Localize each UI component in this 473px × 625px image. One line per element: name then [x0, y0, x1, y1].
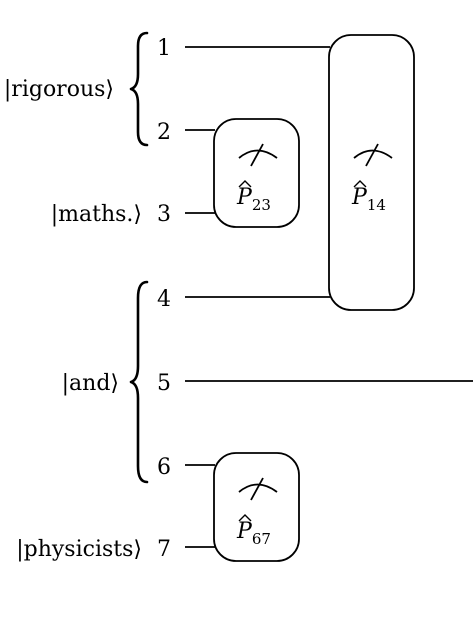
measurement-box-p14 [328, 34, 415, 311]
meter-needle [365, 143, 379, 167]
qubit-number-3: 3 [157, 202, 171, 227]
qubit-number-1: 1 [157, 36, 171, 61]
meter-icon [238, 483, 278, 493]
qubit-number-6: 6 [157, 455, 171, 480]
brace-rigorous [129, 31, 149, 147]
qubit-number-4: 4 [157, 287, 171, 312]
measurement-p23: P23 [213, 118, 300, 228]
hat-accent [353, 180, 367, 188]
measurement-subscript: 23 [252, 196, 271, 214]
measurement-subscript: 67 [252, 530, 271, 548]
group-label-physicists: |physicists⟩ [16, 537, 142, 562]
qubit-number-7: 7 [157, 537, 171, 562]
brace-and [129, 280, 149, 484]
qubit-number-2: 2 [157, 120, 171, 145]
group-label-and: |and⟩ [62, 371, 119, 396]
hat-accent [238, 514, 252, 522]
qubit-number-5: 5 [157, 371, 171, 396]
measurement-symbol: P [236, 185, 253, 210]
group-label-maths: |maths.⟩ [51, 202, 142, 227]
meter-needle [250, 143, 264, 167]
measurement-box-p23 [213, 118, 300, 228]
group-label-rigorous: |rigorous⟩ [4, 77, 114, 102]
measurement-subscript: 14 [367, 196, 386, 214]
measurement-symbol: P [236, 519, 253, 544]
measurement-symbol: P [351, 185, 368, 210]
measurement-label-p14: P14 [351, 185, 386, 214]
measurement-p14: P14 [328, 34, 415, 311]
meter-needle [250, 477, 264, 501]
measurement-label-p67: P67 [236, 519, 271, 548]
measurement-label-p23: P23 [236, 185, 271, 214]
hat-accent [238, 180, 252, 188]
meter-icon [238, 149, 278, 159]
measurement-box-p67 [213, 452, 300, 562]
measurement-p67: P67 [213, 452, 300, 562]
meter-icon [353, 149, 393, 159]
